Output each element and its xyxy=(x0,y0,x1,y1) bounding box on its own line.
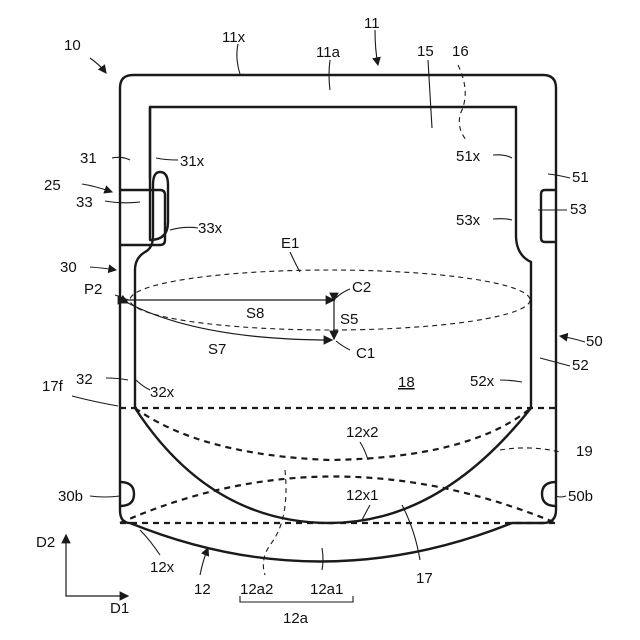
leader-52x xyxy=(500,380,522,382)
leader-11 xyxy=(375,30,378,65)
leader-30 xyxy=(90,267,116,270)
label-51x: 51x xyxy=(456,148,481,165)
label-32: 32 xyxy=(76,371,93,388)
label-53x: 53x xyxy=(456,212,481,229)
leader-33x xyxy=(170,227,198,230)
leader-16 xyxy=(458,65,466,140)
label-16: 16 xyxy=(452,43,469,60)
label-31: 31 xyxy=(80,150,97,167)
fold-line-12x2 xyxy=(135,408,531,460)
label-50: 50 xyxy=(586,333,603,350)
leader-P2 xyxy=(115,295,128,300)
label-S7: S7 xyxy=(208,341,226,358)
notch-53 xyxy=(541,190,556,242)
label-30b: 30b xyxy=(58,488,83,505)
label-S5: S5 xyxy=(340,311,358,328)
leader-C2 xyxy=(336,289,350,298)
corner-cut-30b xyxy=(120,482,134,506)
leader-30b xyxy=(90,496,120,497)
label-52: 52 xyxy=(572,357,589,374)
leader-50b xyxy=(556,496,566,497)
leader-33 xyxy=(105,201,140,203)
label-12a1: 12a1 xyxy=(310,581,343,598)
leader-15 xyxy=(428,60,432,128)
label-C1: C1 xyxy=(356,345,375,362)
label-12a2: 12a2 xyxy=(240,581,273,598)
label-12x1: 12x1 xyxy=(346,487,379,504)
label-19: 19 xyxy=(576,443,593,460)
leader-12x1 xyxy=(362,505,370,520)
label-12x: 12x xyxy=(150,559,175,576)
leader-12 xyxy=(200,548,208,575)
label-11: 11 xyxy=(364,15,380,32)
label-18: 18 xyxy=(398,374,415,391)
leader-11x xyxy=(237,44,240,74)
label-11a: 11a xyxy=(316,44,341,61)
label-53: 53 xyxy=(570,201,587,218)
label-10: 10 xyxy=(64,37,81,54)
label-12: 12 xyxy=(194,581,211,598)
leader-53x xyxy=(493,219,512,220)
leader-12x2 xyxy=(360,442,368,460)
label-P2: P2 xyxy=(84,281,102,298)
label-33x: 33x xyxy=(198,220,223,237)
label-11x: 11x xyxy=(222,29,246,46)
leader-17f xyxy=(72,396,118,406)
label-17f: 17f xyxy=(42,378,64,395)
leader-E1 xyxy=(290,252,300,272)
label-25: 25 xyxy=(44,177,61,194)
label-D1: D1 xyxy=(110,600,129,617)
leader-50 xyxy=(560,336,585,342)
leader-32 xyxy=(106,378,128,380)
label-E1: E1 xyxy=(281,235,299,252)
label-33: 33 xyxy=(76,194,93,211)
label-51: 51 xyxy=(572,169,589,186)
leader-C1 xyxy=(336,341,350,350)
leader-25 xyxy=(82,184,112,192)
label-50b: 50b xyxy=(568,488,593,505)
label-17: 17 xyxy=(416,570,433,587)
label-30: 30 xyxy=(60,259,77,276)
fold-line-12x1 xyxy=(120,477,556,524)
label-12x2: 12x2 xyxy=(346,424,379,441)
leader-51 xyxy=(548,174,570,178)
label-52x: 52x xyxy=(470,373,495,390)
notch-33 xyxy=(120,190,165,245)
label-12a: 12a xyxy=(283,610,309,627)
leader-31x xyxy=(156,158,178,160)
label-31x: 31x xyxy=(180,153,205,170)
label-C2: C2 xyxy=(352,279,371,296)
corner-cut-50b xyxy=(542,482,556,506)
leader-32x xyxy=(136,380,150,390)
leader-10 xyxy=(90,58,106,73)
leader-51x xyxy=(493,155,512,158)
dimension-S7 xyxy=(128,303,332,340)
label-32x: 32x xyxy=(150,384,175,401)
label-D2: D2 xyxy=(36,534,55,551)
label-15: 15 xyxy=(417,43,434,60)
leader-19 xyxy=(500,448,560,452)
label-S8: S8 xyxy=(246,305,264,322)
leader-12a1 xyxy=(322,548,323,570)
